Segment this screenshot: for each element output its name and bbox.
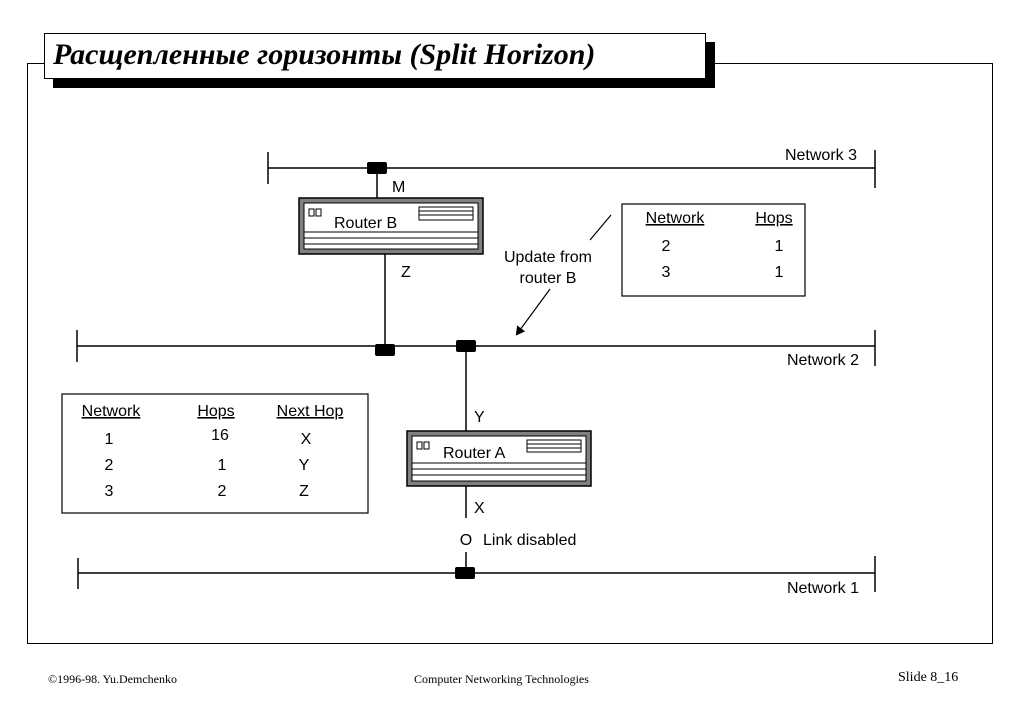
update-label-line-2: router B: [520, 270, 577, 287]
tap-router-b-network-3: [367, 162, 387, 174]
update-table-header-network: Network: [646, 210, 706, 227]
update-table-pointer: [589, 214, 612, 241]
slide-title: Расщепленные горизонты (Split Horizon): [53, 38, 596, 71]
link-disabled-symbol: O: [460, 532, 472, 549]
update-table-cell: 3: [662, 264, 671, 281]
routing-table-cell: 2: [105, 457, 114, 474]
title-box: Расщепленные горизонты (Split Horizon): [44, 33, 706, 79]
update-arrow: [515, 288, 551, 336]
footer-slide-number: Slide 8_16: [898, 670, 959, 685]
routing-table-cell: 16: [211, 427, 229, 444]
routing-table-cell: 3: [105, 483, 114, 500]
router-b-label: Router B: [334, 215, 397, 232]
update-label-line-1: Update from: [504, 249, 592, 266]
update-table-box: [621, 203, 806, 297]
link-disabled-label: Link disabled: [483, 532, 576, 549]
footer-course: Computer Networking Technologies: [414, 672, 589, 686]
port-x-label: X: [474, 500, 485, 517]
routing-table-header-next-hop: Next Hop: [277, 403, 344, 420]
routing-table-cell: Y: [299, 457, 310, 474]
routing-table-cell: Z: [299, 483, 309, 500]
update-table-cell: 1: [775, 238, 784, 255]
update-table-cell: 1: [775, 264, 784, 281]
tap-router-b-network-2: [375, 344, 395, 356]
routing-table-cell: 1: [218, 457, 227, 474]
update-table-header-hops: Hops: [755, 210, 792, 227]
routing-table-box: [61, 393, 369, 514]
network-2-label: Network 2: [787, 352, 859, 369]
router-b: [298, 197, 484, 255]
network-1-bus: [77, 556, 876, 592]
port-m-label: M: [392, 179, 405, 196]
tap-router-a-network-2: [456, 340, 476, 352]
router-a: [406, 430, 592, 487]
network-3-bus: [267, 150, 876, 188]
routing-table-header-hops: Hops: [197, 403, 234, 420]
port-y-label: Y: [474, 409, 485, 426]
network-1-label: Network 1: [787, 580, 859, 597]
port-z-label: Z: [401, 264, 411, 281]
routing-table-cell: X: [301, 431, 312, 448]
tap-router-a-network-1: [455, 567, 475, 579]
routing-table-cell: 1: [105, 431, 114, 448]
routing-table-cell: 2: [218, 483, 227, 500]
router-a-label: Router A: [443, 445, 506, 462]
update-table-cell: 2: [662, 238, 671, 255]
footer-copyright: ©1996-98. Yu.Demchenko: [48, 672, 177, 686]
routing-table-header-network: Network: [82, 403, 142, 420]
network-3-label: Network 3: [785, 147, 857, 164]
